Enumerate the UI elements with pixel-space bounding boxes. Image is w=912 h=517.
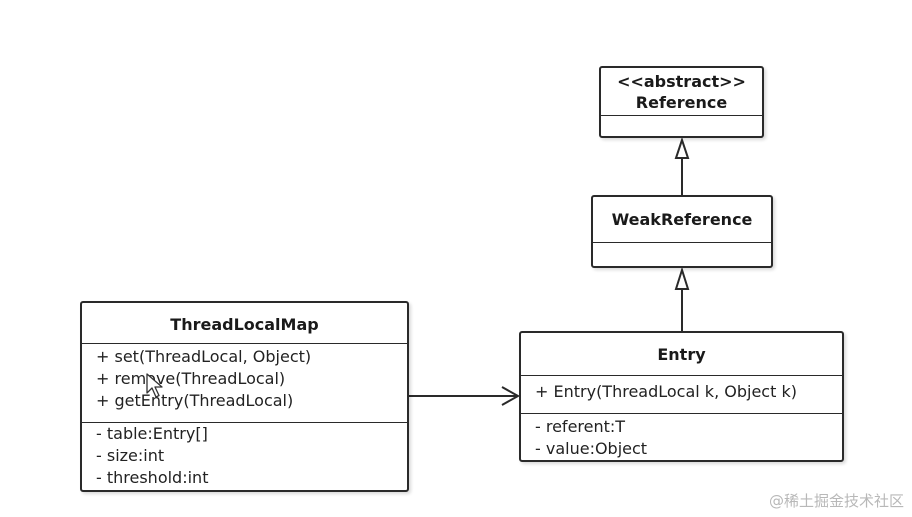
class-threadlocalmap-methods: + set(ThreadLocal, Object) + remove(Thre… — [82, 344, 407, 423]
class-threadlocalmap-name: ThreadLocalMap — [82, 303, 407, 344]
mouse-cursor-icon — [146, 373, 163, 398]
class-entry-methods: + Entry(ThreadLocal k, Object k) — [521, 376, 842, 414]
class-threadlocalmap-fields: - table:Entry[] - size:int - threshold:i… — [82, 423, 407, 489]
class-entry-name: Entry — [521, 333, 842, 376]
class-reference-stereotype: <<abstract>> — [617, 72, 746, 91]
field-referent: - referent:T — [535, 417, 626, 436]
class-weakreference-name: WeakReference — [593, 197, 771, 243]
field-size: - size:int — [96, 446, 165, 465]
method-remove: + remove(ThreadLocal) — [96, 369, 286, 388]
field-table: - table:Entry[] — [96, 424, 208, 443]
association-arrowhead-entry — [501, 386, 521, 406]
method-entry-constructor: + Entry(ThreadLocal k, Object k) — [535, 382, 797, 401]
class-reference-name: Reference — [635, 93, 728, 112]
class-entry[interactable]: Entry + Entry(ThreadLocal k, Object k) -… — [519, 331, 844, 462]
class-threadlocalmap[interactable]: ThreadLocalMap + set(ThreadLocal, Object… — [80, 301, 409, 492]
inheritance-arrowhead-weakref — [674, 266, 690, 290]
class-entry-fields: - referent:T - value:Object — [521, 414, 842, 460]
class-reference-body — [601, 116, 762, 138]
class-reference-header: <<abstract>> Reference — [601, 68, 762, 116]
inheritance-arrowhead-reference — [674, 136, 690, 159]
class-reference[interactable]: <<abstract>> Reference — [599, 66, 764, 138]
field-value: - value:Object — [535, 439, 648, 458]
class-weakreference-body — [593, 243, 771, 267]
field-threshold: - threshold:int — [96, 468, 209, 487]
class-weakreference[interactable]: WeakReference — [591, 195, 773, 268]
method-getentry: + getEntry(ThreadLocal) — [96, 391, 294, 410]
watermark-text: @稀土掘金技术社区 — [768, 492, 904, 510]
method-set: + set(ThreadLocal, Object) — [96, 347, 312, 366]
